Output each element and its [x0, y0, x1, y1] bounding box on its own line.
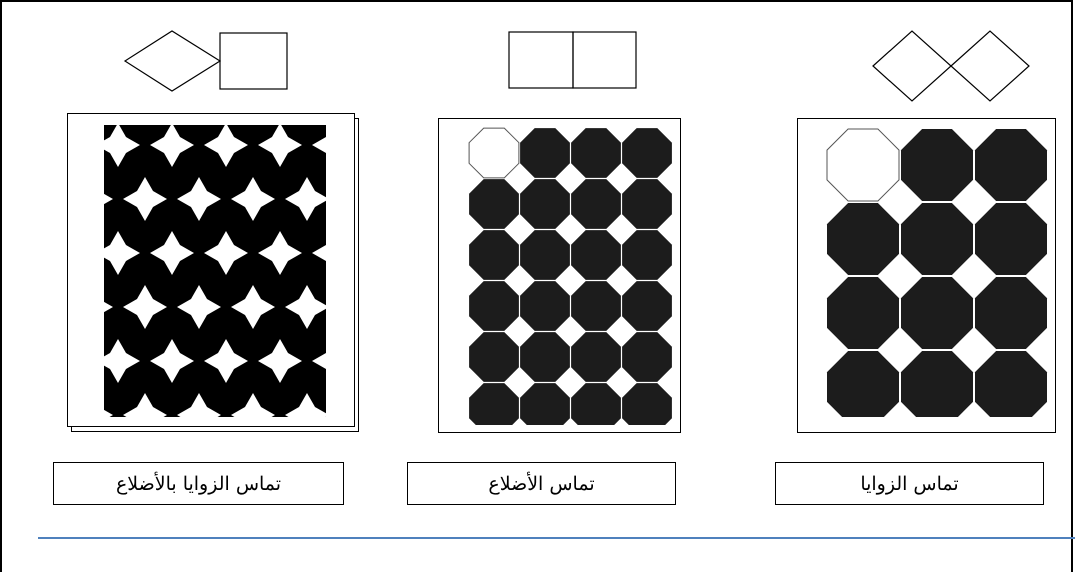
- filled-octagon: [571, 179, 621, 229]
- filled-octagon: [520, 383, 570, 425]
- label-edge-contact: تماس الأضلاع: [407, 462, 676, 505]
- two-squares-icon: [508, 31, 638, 91]
- filled-octagon: [571, 383, 621, 425]
- two-diamonds-icon: [870, 28, 1032, 104]
- filled-octagon: [622, 179, 672, 229]
- filled-octagon: [469, 179, 519, 229]
- filled-octagon: [469, 383, 519, 425]
- octagon-star-tiling: [104, 125, 326, 417]
- filled-octagon: [469, 332, 519, 382]
- filled-octagon: [622, 281, 672, 331]
- divider-rule: [38, 537, 1075, 539]
- outline-octagon: [469, 128, 519, 178]
- filled-octagon: [520, 128, 570, 178]
- filled-octagon: [571, 128, 621, 178]
- octagon-grid-4x6: [466, 125, 676, 425]
- filled-octagon: [469, 230, 519, 280]
- filled-octagon: [975, 203, 1047, 275]
- filled-octagon: [827, 203, 899, 275]
- filled-octagon: [827, 277, 899, 349]
- filled-octagon: [901, 351, 973, 417]
- filled-octagon: [622, 383, 672, 425]
- filled-octagon: [901, 277, 973, 349]
- label-vertex-edge-contact: تماس الزوايا بالأضلاع: [53, 462, 344, 505]
- filled-octagon: [520, 230, 570, 280]
- filled-octagon: [827, 351, 899, 417]
- filled-octagon: [901, 129, 973, 201]
- tiling-background: [104, 125, 326, 417]
- outline-octagon: [827, 129, 899, 201]
- filled-octagon: [571, 281, 621, 331]
- filled-octagon: [975, 129, 1047, 201]
- octagon-grid-3x4: [822, 125, 1054, 417]
- filled-octagon: [520, 332, 570, 382]
- filled-octagon: [622, 332, 672, 382]
- filled-octagon: [975, 351, 1047, 417]
- filled-octagon: [571, 332, 621, 382]
- filled-octagon: [571, 230, 621, 280]
- filled-octagon: [520, 281, 570, 331]
- diamond-square-icon: [120, 28, 292, 94]
- filled-octagon: [975, 277, 1047, 349]
- filled-octagon: [622, 230, 672, 280]
- filled-octagon: [622, 128, 672, 178]
- filled-octagon: [901, 203, 973, 275]
- label-vertex-contact: تماس الزوايا: [775, 462, 1044, 505]
- filled-octagon: [469, 281, 519, 331]
- filled-octagon: [520, 179, 570, 229]
